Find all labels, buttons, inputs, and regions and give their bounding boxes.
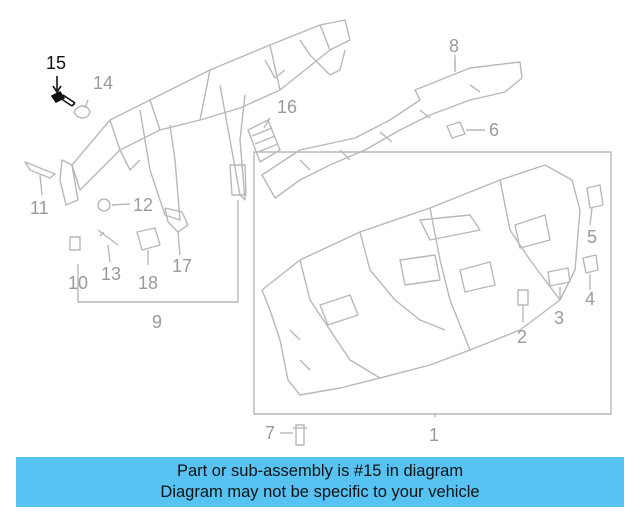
callout-12: 12 — [133, 195, 154, 215]
callout-1: 1 — [429, 425, 440, 445]
part-10 — [69, 236, 81, 251]
cross-car-beam-part — [59, 19, 351, 221]
callout-11: 11 — [30, 198, 49, 218]
callout-9: 9 — [152, 312, 163, 332]
banner-line-part: Part or sub-assembly is #15 in diagram — [176, 462, 464, 480]
leader-lines — [39, 60, 593, 434]
part-13 — [97, 229, 119, 246]
banner-line-disclaimer: Diagram may not be specific to your vehi… — [160, 483, 480, 501]
callout-4: 4 — [585, 289, 596, 309]
callout-6: 6 — [489, 120, 500, 140]
part-18 — [136, 227, 161, 251]
callout-14: 14 — [93, 73, 114, 93]
callout-18: 18 — [138, 273, 159, 293]
callout-16: 16 — [277, 97, 298, 117]
part-4 — [582, 254, 599, 274]
callout-5: 5 — [587, 227, 598, 247]
part-1 — [261, 164, 581, 396]
part-6 — [446, 121, 466, 139]
part-3 — [547, 267, 571, 287]
part-8 — [261, 55, 523, 199]
part-5 — [586, 184, 604, 209]
callout-8: 8 — [449, 36, 460, 56]
part-11 — [24, 161, 56, 179]
callout-2: 2 — [517, 327, 528, 347]
part-15-bolt — [50, 76, 76, 107]
part-17 — [164, 207, 189, 233]
parts-diagram — [24, 19, 612, 446]
part-7 — [293, 424, 307, 446]
callout-7: 7 — [265, 423, 276, 443]
dashboard-box — [253, 151, 612, 415]
part-12 — [97, 198, 111, 212]
info-banner: Part or sub-assembly is #15 in diagram D… — [16, 457, 624, 507]
callout-3: 3 — [554, 308, 565, 328]
part-14 — [73, 105, 91, 119]
callout-10: 10 — [68, 273, 89, 293]
callout-15: 15 — [46, 53, 67, 73]
callout-17: 17 — [172, 256, 193, 276]
callout-13: 13 — [101, 264, 122, 284]
part-2 — [517, 289, 529, 306]
part-16 — [247, 119, 281, 163]
